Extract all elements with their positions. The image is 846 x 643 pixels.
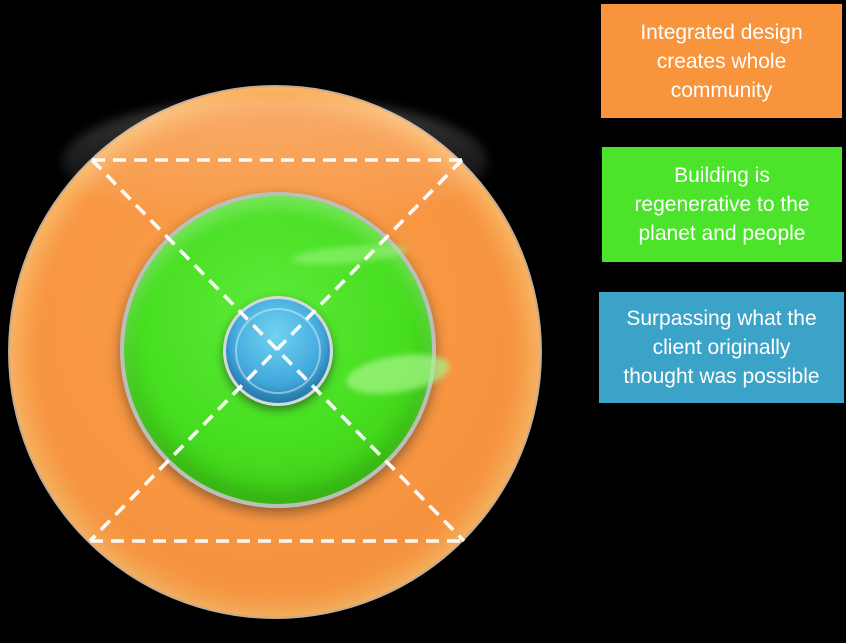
legend-box-label: Building is regenerative to the planet a… <box>634 164 810 245</box>
dashed-line-diagonal-trbl <box>88 158 464 543</box>
legend-box-surpassing-client: Surpassing what the client originally th… <box>599 292 844 403</box>
outer-ring-orange <box>8 85 542 619</box>
legend-box-label: Integrated design creates whole communit… <box>640 20 803 102</box>
legend-box-label: Surpassing what the client originally th… <box>623 307 820 388</box>
inner-ring-outline <box>235 308 321 394</box>
legend-box-integrated-design: Integrated design creates whole communit… <box>601 4 842 118</box>
legend-box-regenerative-building: Building is regenerative to the planet a… <box>602 147 842 262</box>
dashed-line-diagonal-tlbr <box>90 158 466 543</box>
